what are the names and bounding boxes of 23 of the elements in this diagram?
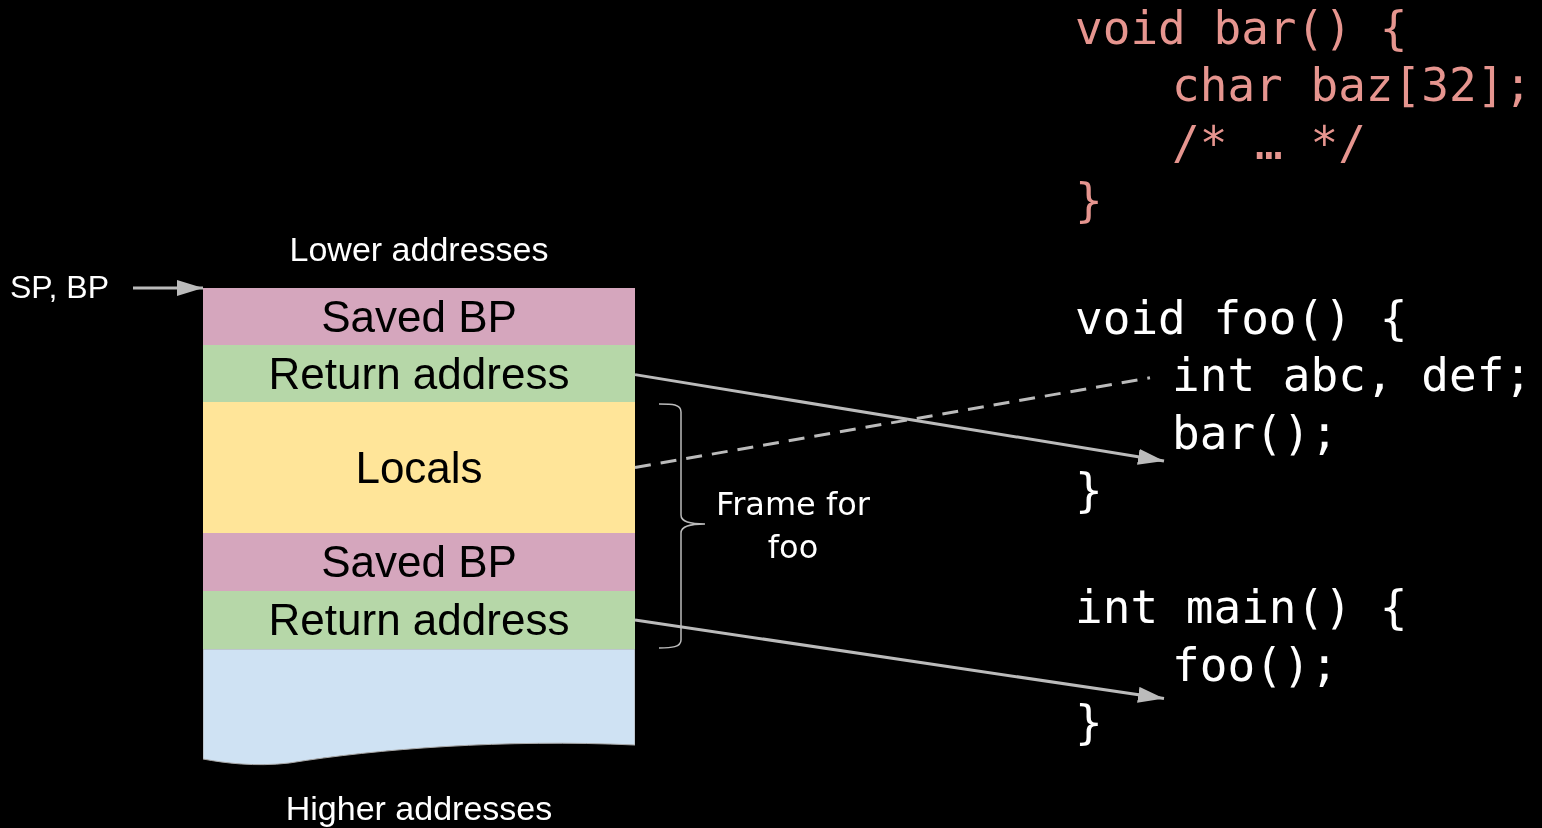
address-label: Higher addresses: [284, 788, 554, 828]
code-line: bar();: [1172, 405, 1339, 461]
code-line: }: [1075, 694, 1103, 750]
stack-slot: Return address: [203, 345, 635, 402]
code-line: foo();: [1172, 637, 1339, 693]
code-line: }: [1075, 462, 1103, 518]
stack-slot: Saved BP: [203, 533, 635, 591]
arrow: [634, 618, 1165, 703]
pointer-label: SP, BP: [10, 271, 110, 303]
code-line: void bar() {: [1075, 0, 1408, 56]
arrow: [133, 280, 203, 296]
code-line: /* … */: [1172, 115, 1366, 171]
stack-slot: Locals: [203, 402, 635, 533]
code-line: }: [1075, 172, 1103, 228]
code-line: int abc, def;: [1172, 347, 1533, 403]
stack-region: [203, 649, 635, 767]
stack-slot: Saved BP: [203, 288, 635, 345]
stack-slot: Return address: [203, 591, 635, 649]
code-line: int main() {: [1075, 579, 1408, 635]
code-line: void foo() {: [1075, 290, 1408, 346]
address-label: Lower addresses: [288, 229, 550, 270]
frame-label: Frame for foo: [715, 484, 871, 569]
code-line: char baz[32];: [1172, 57, 1533, 113]
